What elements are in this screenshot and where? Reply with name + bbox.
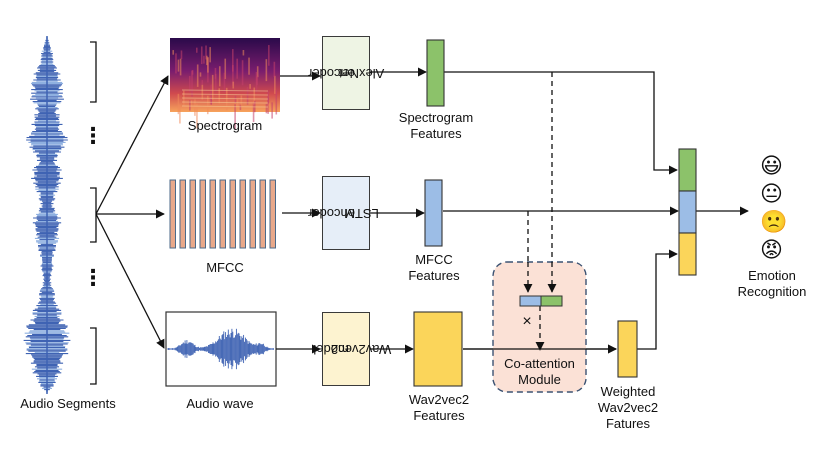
ellipsis-lower: ⋮ (82, 265, 104, 290)
spectrogram-feature-vector (426, 39, 445, 107)
angry-face-icon: 😡 (760, 237, 783, 262)
weighted-wav2vec2-vector (617, 320, 638, 378)
audio-wave-signal (167, 328, 274, 370)
audio-wave-label: Audio wave (186, 396, 254, 411)
feature-arrows (370, 67, 427, 354)
mfcc-feature-vector (424, 179, 443, 247)
mfcc-bars (169, 179, 276, 249)
concatenated-feature-vector (678, 148, 697, 276)
branch-arrows (95, 75, 169, 349)
lstm-encoder-box (322, 176, 370, 250)
sad-face-icon: 🙁 (760, 209, 788, 234)
spectrogram-image (170, 38, 280, 130)
multiply-symbol: × (522, 313, 532, 330)
attention-vector-green (540, 295, 563, 307)
spectrogram-label: Spectrogram (187, 118, 263, 133)
segment-brackets (90, 41, 97, 385)
happy-face-icon: 😃 (760, 153, 783, 178)
alexnet-encoder-box (322, 36, 370, 110)
neutral-face-icon: 😐 (760, 181, 783, 206)
attention-vector-blue (519, 295, 542, 307)
wav2vec2-feature-block (413, 311, 463, 387)
concat-arrows (443, 71, 749, 354)
wav2vec2-model-box (322, 312, 370, 386)
audio-segments-waveform (23, 36, 71, 394)
mfcc-label: MFCC (206, 260, 244, 275)
ellipsis-upper: ⋮ (82, 123, 104, 148)
audio-segments-label: Audio Segments (20, 396, 116, 411)
encoder-input-arrows (276, 71, 321, 354)
